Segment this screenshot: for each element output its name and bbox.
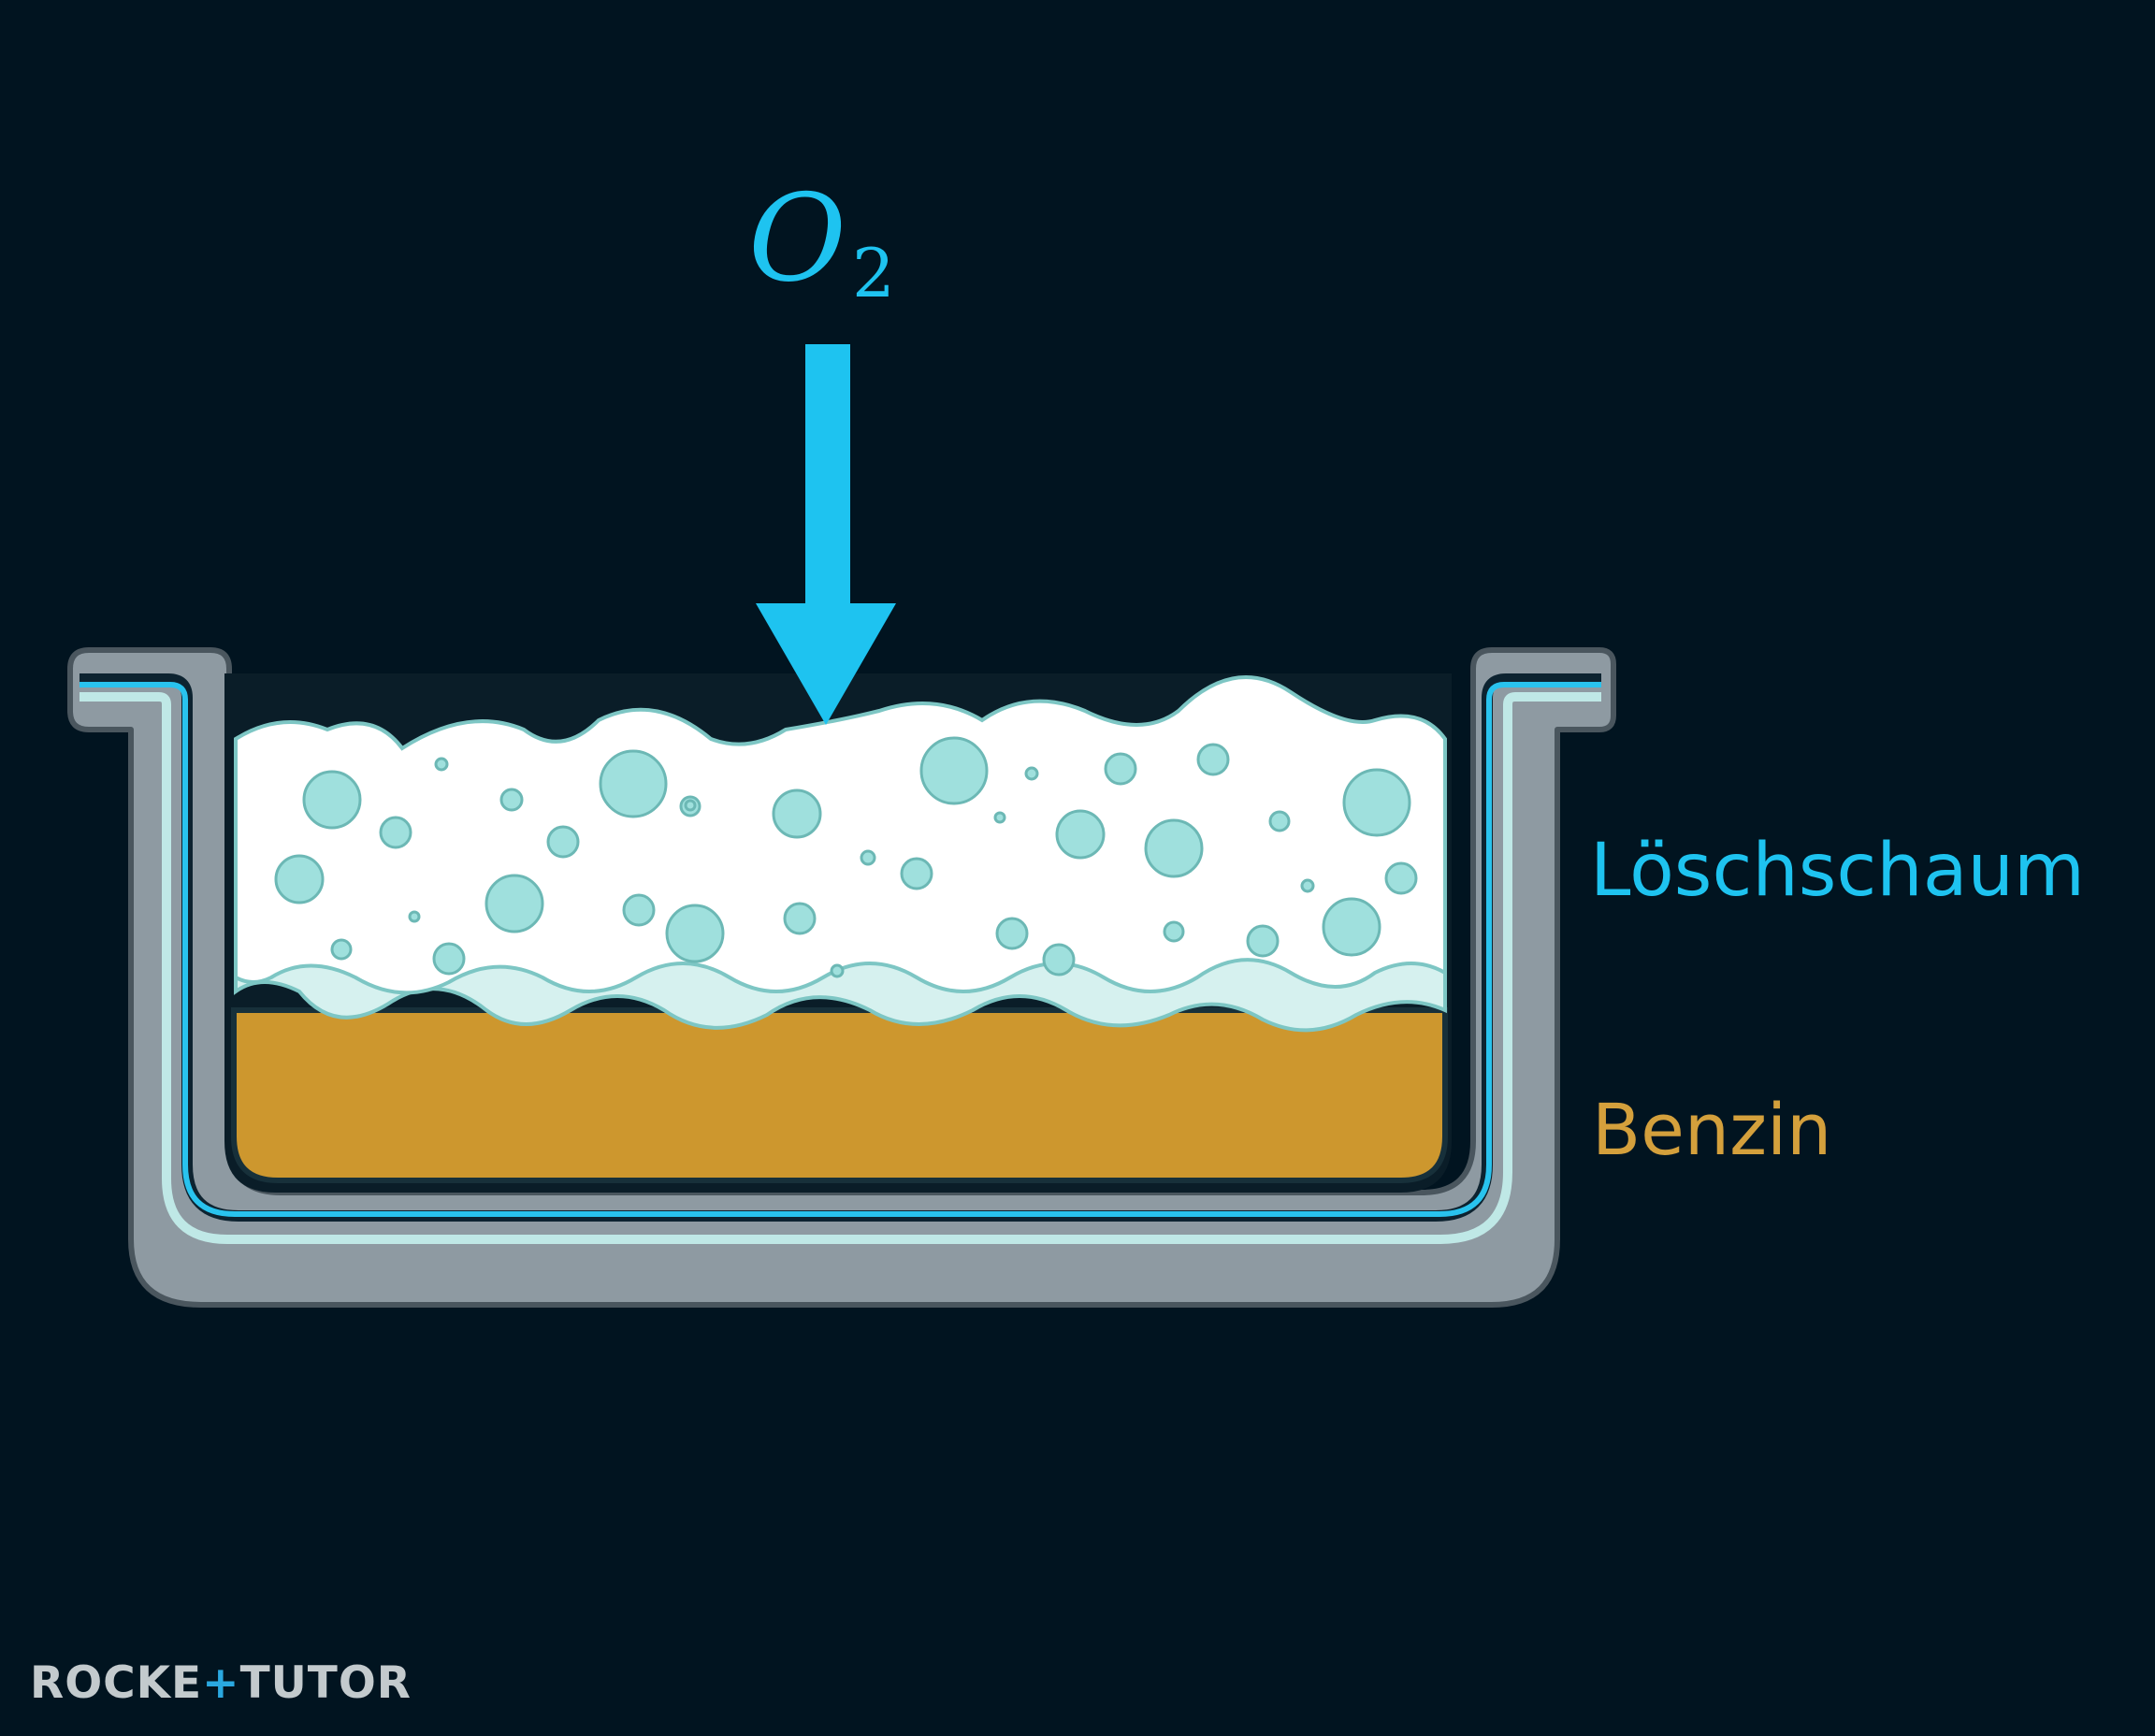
oxygen-arrow [756, 344, 896, 725]
bubble [772, 788, 822, 839]
foam-label: Löschschaum [1590, 829, 2085, 913]
bubble [900, 857, 933, 890]
bubble [274, 854, 325, 904]
fuel-layer [231, 1007, 1448, 1183]
brand-logo: ROCKE+TUTOR [30, 1657, 412, 1709]
bubble [919, 736, 989, 805]
bubble [434, 757, 449, 772]
bubble [599, 749, 668, 818]
bubble [1055, 809, 1106, 860]
bubble [995, 917, 1029, 950]
bubble [302, 770, 362, 830]
bubble [1042, 943, 1076, 976]
bubble [432, 942, 466, 976]
bubble [1268, 810, 1291, 832]
bubble [1322, 897, 1381, 957]
bubble [1300, 878, 1315, 893]
tray-blue-liner [80, 682, 1601, 1217]
bubble [499, 788, 524, 812]
bubble [485, 874, 544, 933]
bubble [546, 825, 580, 859]
bubble [783, 902, 817, 935]
bubble [1384, 861, 1418, 895]
bubble [622, 893, 656, 927]
bubble [1163, 920, 1185, 943]
bubble [1104, 752, 1137, 786]
bubble [1024, 766, 1039, 781]
bubble [379, 816, 412, 849]
bubble [993, 811, 1006, 824]
bubble [1196, 743, 1230, 776]
bubble [665, 904, 725, 963]
bubble [830, 963, 845, 978]
bubble [860, 849, 876, 866]
foam-bubbles [274, 736, 1418, 978]
bubble [1246, 924, 1280, 958]
bubble [684, 799, 697, 812]
oxygen-label: O2 [748, 169, 895, 312]
bubble [330, 938, 353, 961]
tray-inner-rim [80, 692, 1601, 1244]
bubble [408, 910, 421, 923]
bubble [1144, 818, 1204, 878]
bubble [1342, 768, 1411, 837]
fuel-label: Benzin [1592, 1088, 1832, 1171]
